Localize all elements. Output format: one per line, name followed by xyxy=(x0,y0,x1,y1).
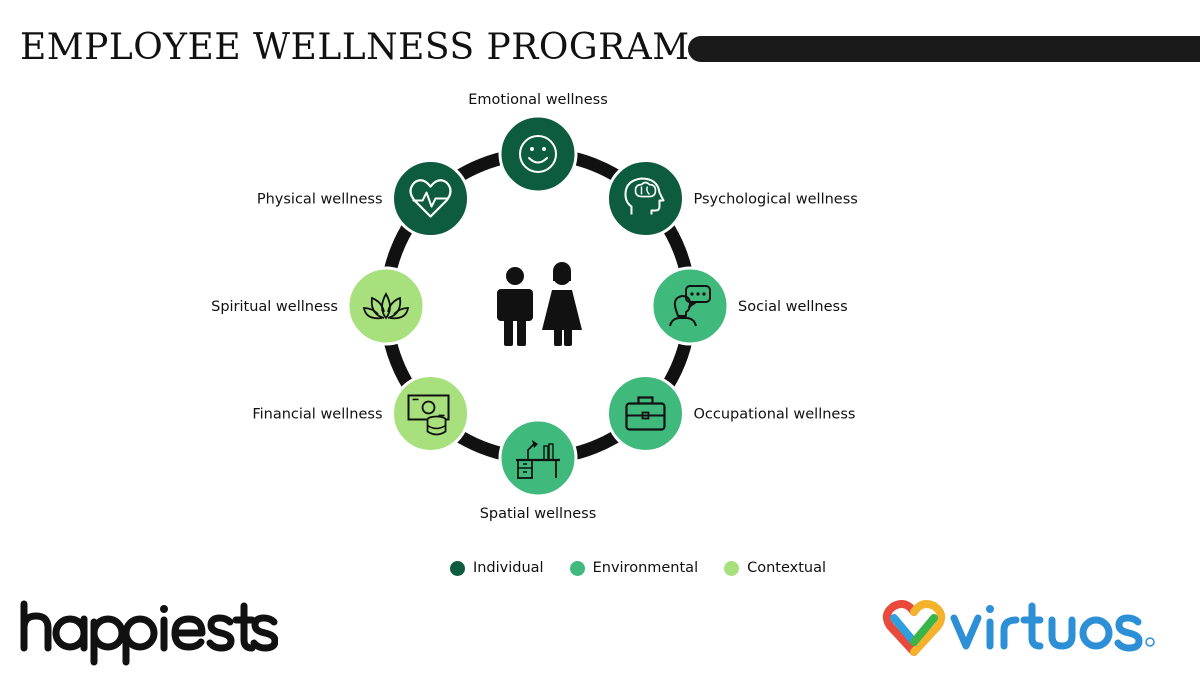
man-woman-icon xyxy=(497,262,582,346)
wheel-node-circle xyxy=(498,418,578,498)
wheel-node-circle xyxy=(346,266,426,346)
legend-label: Individual xyxy=(472,560,544,576)
legend-label: Contextual xyxy=(747,560,827,576)
desk-icon xyxy=(516,440,560,479)
wheel-node-psychological-wellness xyxy=(605,159,685,239)
happiests-logo xyxy=(20,600,278,666)
legend-item-environmental: Environmental xyxy=(569,560,699,576)
wheel-node-occupational-wellness xyxy=(605,373,685,453)
legend-swatch-environmental xyxy=(569,560,585,576)
wheel-node-emotional-wellness xyxy=(498,114,578,194)
wheel-node-spatial-wellness xyxy=(498,418,578,498)
wheel-node-label: Social wellness xyxy=(738,299,848,315)
wheel-node-label: Spatial wellness xyxy=(480,506,597,522)
smiley-face-icon xyxy=(519,135,557,173)
wheel-node-physical-wellness xyxy=(391,159,471,239)
legend-item-contextual: Contextual xyxy=(724,560,826,576)
wheel-node-spiritual-wellness xyxy=(346,266,426,346)
virtuos-logo xyxy=(882,600,1155,656)
heart-pulse-icon xyxy=(409,179,452,218)
wheel-node-label: Psychological wellness xyxy=(693,192,857,208)
wheel-node-label: Spiritual wellness xyxy=(211,299,338,315)
page-title: EMPLOYEE WELLNESS PROGRAM xyxy=(20,27,690,68)
legend-item-individual: Individual xyxy=(449,560,544,576)
wheel-node-circle xyxy=(498,114,578,194)
money-coins-icon xyxy=(407,394,450,436)
wheel-node-label: Physical wellness xyxy=(257,192,383,208)
wheel-node-circle xyxy=(605,373,685,453)
legend-swatch-individual xyxy=(449,560,465,576)
wheel-node-label: Emotional wellness xyxy=(468,92,608,108)
wheel-node-circle xyxy=(605,159,685,239)
wheel-node-circle xyxy=(391,159,471,239)
briefcase-icon xyxy=(625,396,666,431)
wheel-node-label: Financial wellness xyxy=(252,406,382,422)
legend: Individual Environmental Contextual xyxy=(0,557,1200,579)
header-decorative-bar xyxy=(688,36,1200,62)
brain-head-icon xyxy=(624,177,665,215)
legend-label: Environmental xyxy=(592,560,699,576)
wheel-node-financial-wellness xyxy=(391,373,471,453)
legend-swatch-contextual xyxy=(724,560,740,576)
chat-person-icon xyxy=(669,285,711,327)
lotus-icon xyxy=(362,292,410,320)
wheel-node-label: Occupational wellness xyxy=(693,406,855,422)
wheel-node-social-wellness xyxy=(650,266,730,346)
